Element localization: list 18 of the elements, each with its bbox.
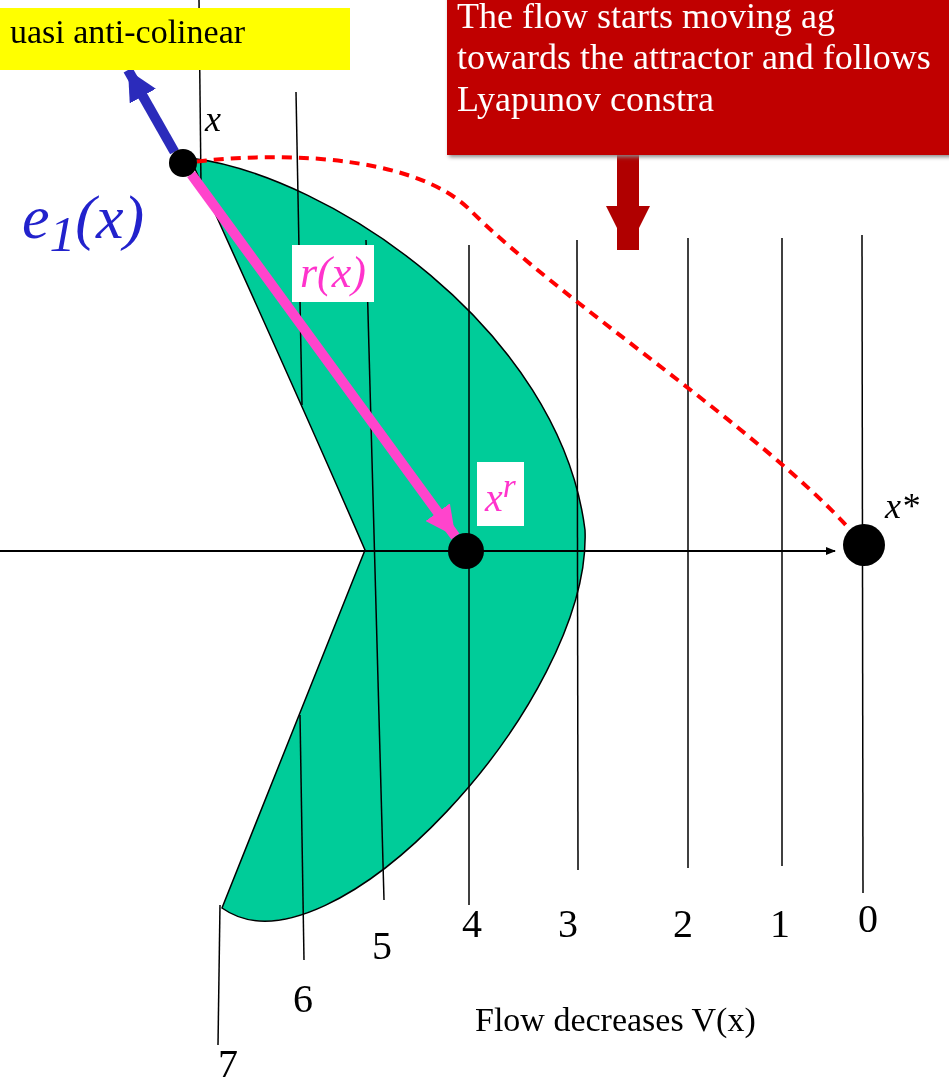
note-box: uasi anti-colinear xyxy=(0,8,350,70)
edge-label: e$_{1}$(x) xyxy=(22,182,145,265)
level-number: 5 xyxy=(372,922,392,970)
level-number: 7 xyxy=(218,1040,238,1088)
axis-caption: Flow decreases V(x) xyxy=(475,1000,756,1040)
level-number: 2 xyxy=(673,900,693,948)
point-label: x xyxy=(205,98,221,141)
level-number: 4 xyxy=(462,900,482,948)
point-label: x* xyxy=(885,485,919,528)
level-number: 0 xyxy=(858,895,878,943)
arrow xyxy=(187,171,460,540)
level-number: 1 xyxy=(770,900,790,948)
level-number: 3 xyxy=(558,900,578,948)
level-number: 6 xyxy=(293,975,313,1023)
edge-label: r(x) xyxy=(292,245,374,302)
callout-box: The flow starts moving ag towards the attractor and follows Lyapunov constra xyxy=(447,0,949,155)
point-label: x$^{r}$ xyxy=(477,462,524,527)
arrow xyxy=(606,155,650,250)
